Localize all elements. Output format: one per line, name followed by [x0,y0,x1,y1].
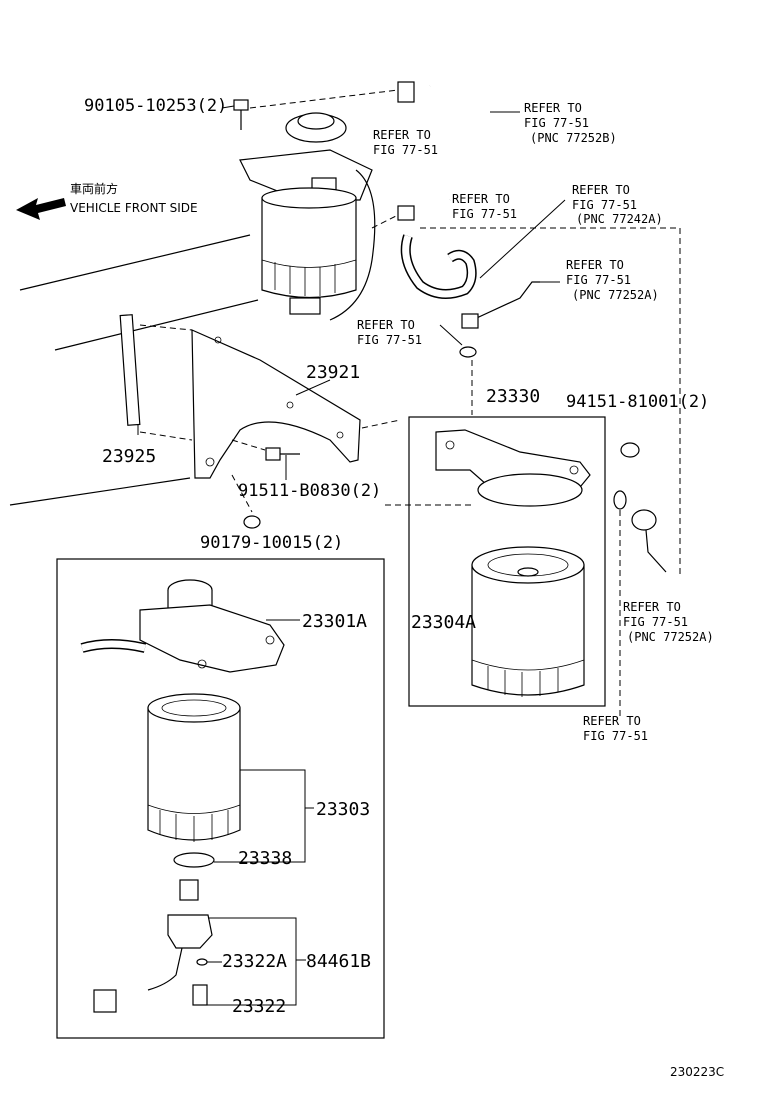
refer-2-line1: REFER TO [524,101,582,115]
refer-3-line2: FIG 77-51 [452,207,517,221]
refer-label-6: REFER TO FIG 77-51 [357,318,422,347]
right-sensor-drawing [631,509,667,573]
refer-5-line1: REFER TO [566,258,624,272]
hose-upper [397,76,489,203]
refer-7-line1: REFER TO [623,600,681,614]
refer-2-line2: FIG 77-51 [524,116,589,130]
bracket-23921-drawing [191,329,361,479]
refer-5-line3: (PNC 77252A) [572,288,659,302]
part-23304a-label: 23304A [411,612,476,633]
assembled-filter-drawing [233,99,376,321]
dashed-lines [139,89,681,720]
part-23301a-label: 23301A [302,611,367,632]
refer-6-line2: FIG 77-51 [357,333,422,347]
bolt-91511-drawing [265,447,300,461]
stay-23925-drawing [119,314,141,426]
refer-1-line1: REFER TO [373,128,431,142]
diagram-id: 230223C [670,1065,724,1079]
refer-label-2: REFER TO FIG 77-51 (PNC 77252B) [524,101,617,145]
hose-lower [397,205,477,299]
refer-8-line1: REFER TO [583,714,641,728]
part-23330-label: 23330 [486,386,540,407]
refer-7-line2: FIG 77-51 [623,615,688,629]
part-90105-label: 90105-10253(2) [84,96,227,116]
refer-2-line3: (PNC 77252B) [530,131,617,145]
drain-plug-drawing [93,879,213,1013]
sensor-connector [459,281,540,358]
filter-element-23304a-drawing [471,546,585,697]
part-84461b-label: 84461B [306,951,371,972]
part-23303-label: 23303 [316,799,370,820]
orientation-label-jp: 車両前方 [70,181,118,196]
part-23322a-label: 23322A [222,951,287,972]
nut-90179-drawing [243,515,261,529]
box-23330 [408,416,606,707]
frame-lines [9,234,259,506]
gasket-ring-drawing [613,490,627,510]
filter-head-23301a-drawing [80,579,285,673]
refer-7-line3: (PNC 77252A) [627,630,714,644]
refer-4-line3: (PNC 77242A) [576,212,663,226]
leader-lines [137,105,566,1006]
refer-5-line2: FIG 77-51 [566,273,631,287]
refer-label-8: REFER TO FIG 77-51 [583,714,648,743]
refer-label-5: REFER TO FIG 77-51 (PNC 77252A) [566,258,659,302]
refer-4-line1: REFER TO [572,183,630,197]
refer-label-7: REFER TO FIG 77-51 (PNC 77252A) [623,600,714,644]
part-23921-label: 23921 [306,362,360,383]
part-90179-label: 90179-10015(2) [200,533,343,553]
refer-8-line2: FIG 77-51 [583,729,648,743]
refer-label-1: REFER TO FIG 77-51 [373,128,438,157]
part-23338-label: 23338 [238,848,292,869]
part-91511-label: 91511-B0830(2) [238,481,381,501]
orientation-label-en: VEHICLE FRONT SIDE [70,201,198,215]
part-23322-label: 23322 [232,996,286,1017]
refer-label-4: REFER TO FIG 77-51 (PNC 77242A) [572,183,663,226]
refer-1-line2: FIG 77-51 [373,143,438,157]
exploded-view-box [56,558,385,1039]
part-23925-label: 23925 [102,446,156,467]
vehicle-front-arrow-icon [16,198,66,220]
refer-3-line1: REFER TO [452,192,510,206]
filter-head-23330-drawing [435,429,591,507]
nut-94151-drawing [620,442,640,458]
refer-6-line1: REFER TO [357,318,415,332]
filter-bowl-23303-drawing [147,693,241,842]
refer-label-3: REFER TO FIG 77-51 [452,192,517,221]
part-94151-label: 94151-81001(2) [566,392,709,412]
oring-23338-drawing [173,852,215,868]
refer-4-line2: FIG 77-51 [572,198,637,212]
